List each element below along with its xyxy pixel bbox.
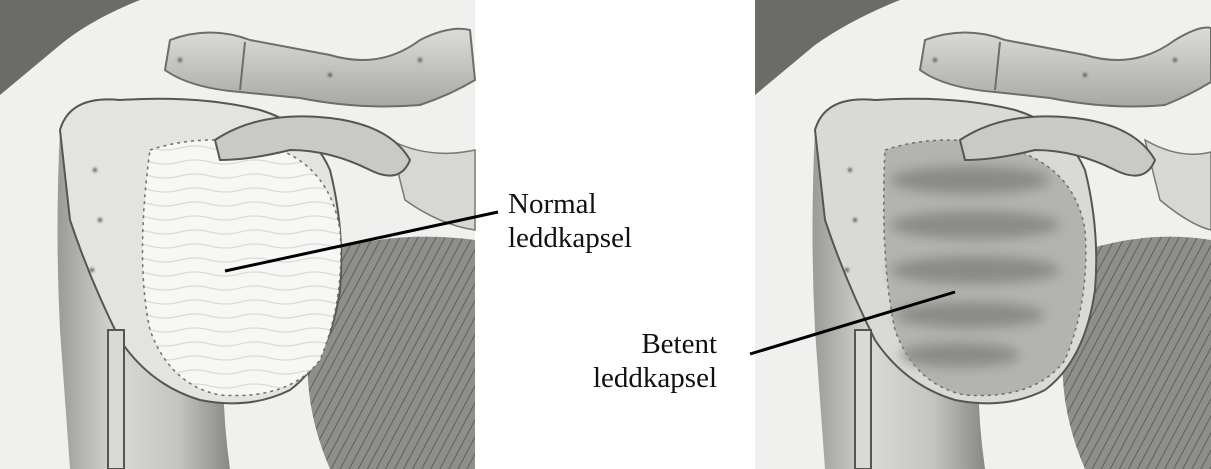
normal-label-line2: leddkapsel (508, 221, 632, 255)
inflamed-shoulder-illustration (755, 0, 1211, 469)
normal-label-line1: Normal (508, 187, 632, 221)
inflamed-label-line2: leddkapsel (593, 361, 717, 395)
inflamed-capsule (884, 140, 1086, 396)
inflamed-label-line1: Betent (593, 327, 717, 361)
normal-capsule-label: Normal leddkapsel (508, 187, 632, 255)
normal-shoulder-illustration (0, 0, 475, 469)
inflamed-capsule-label: Betent leddkapsel (593, 327, 717, 395)
